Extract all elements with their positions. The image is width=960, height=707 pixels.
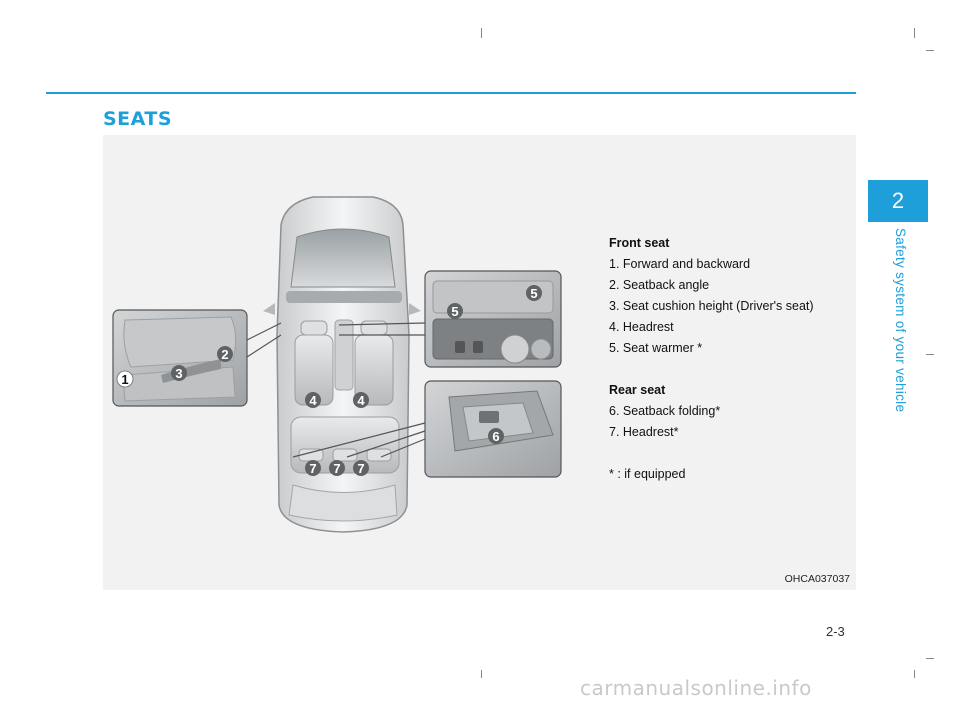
- callout-5-right: 5: [526, 285, 542, 301]
- front-seat-heading: Front seat: [609, 236, 670, 250]
- crop-mark: [926, 658, 934, 659]
- callout-6: 6: [488, 428, 504, 444]
- seats-figure: 1 2 3 4 4 5 5 6: [103, 135, 856, 590]
- header-rule: [46, 92, 856, 94]
- svg-text:1: 1: [121, 372, 128, 387]
- legend-item: 7. Headrest*: [609, 425, 679, 439]
- svg-text:7: 7: [309, 461, 316, 476]
- callout-1: 1: [116, 370, 134, 388]
- svg-text:5: 5: [451, 304, 458, 319]
- callout-7-left: 7: [305, 460, 321, 476]
- chapter-tab: 2: [868, 180, 928, 222]
- chapter-title: Safety system of your vehicle: [893, 228, 908, 413]
- car-top-view: [263, 196, 421, 533]
- svg-text:4: 4: [357, 393, 365, 408]
- crop-mark: [914, 28, 915, 38]
- seats-illustration: 1 2 3 4 4 5 5 6: [112, 196, 562, 533]
- crop-mark: [926, 50, 934, 51]
- front-seat-controls-inset: [112, 309, 282, 407]
- watermark: carmanualsonline.info: [580, 676, 812, 700]
- legend-item: 5. Seat warmer *: [609, 341, 703, 355]
- spacer: [609, 443, 849, 464]
- svg-text:6: 6: [492, 429, 499, 444]
- svg-text:7: 7: [357, 461, 364, 476]
- footnote: * : if equipped: [609, 467, 686, 481]
- svg-text:2: 2: [221, 347, 228, 362]
- section-title: SEATS: [103, 108, 173, 130]
- callout-5-left: 5: [447, 303, 463, 319]
- crop-mark: [914, 670, 915, 678]
- legend-item: 1. Forward and backward: [609, 257, 751, 271]
- svg-text:7: 7: [333, 461, 340, 476]
- callout-2: 2: [217, 346, 233, 362]
- legend-item: 3. Seat cushion height (Driver's seat): [609, 299, 814, 313]
- callout-3: 3: [171, 365, 187, 381]
- crop-mark: [481, 670, 482, 678]
- legend-item: 6. Seatback folding*: [609, 404, 721, 418]
- figure-legend: Front seat 1. Forward and backward 2. Se…: [609, 233, 849, 485]
- callout-4-right: 4: [353, 392, 369, 408]
- spacer: [609, 359, 849, 380]
- crop-mark: [926, 354, 934, 355]
- svg-text:4: 4: [309, 393, 317, 408]
- svg-text:3: 3: [175, 366, 182, 381]
- crop-mark: [481, 28, 482, 38]
- callout-7-center: 7: [329, 460, 345, 476]
- legend-item: 2. Seatback angle: [609, 278, 710, 292]
- callout-7-right: 7: [353, 460, 369, 476]
- legend-item: 4. Headrest: [609, 320, 674, 334]
- callout-4-left: 4: [305, 392, 321, 408]
- svg-text:5: 5: [530, 286, 537, 301]
- rear-seat-heading: Rear seat: [609, 383, 666, 397]
- figure-code: OHCA037037: [784, 573, 850, 585]
- page-number: 2-3: [826, 624, 845, 639]
